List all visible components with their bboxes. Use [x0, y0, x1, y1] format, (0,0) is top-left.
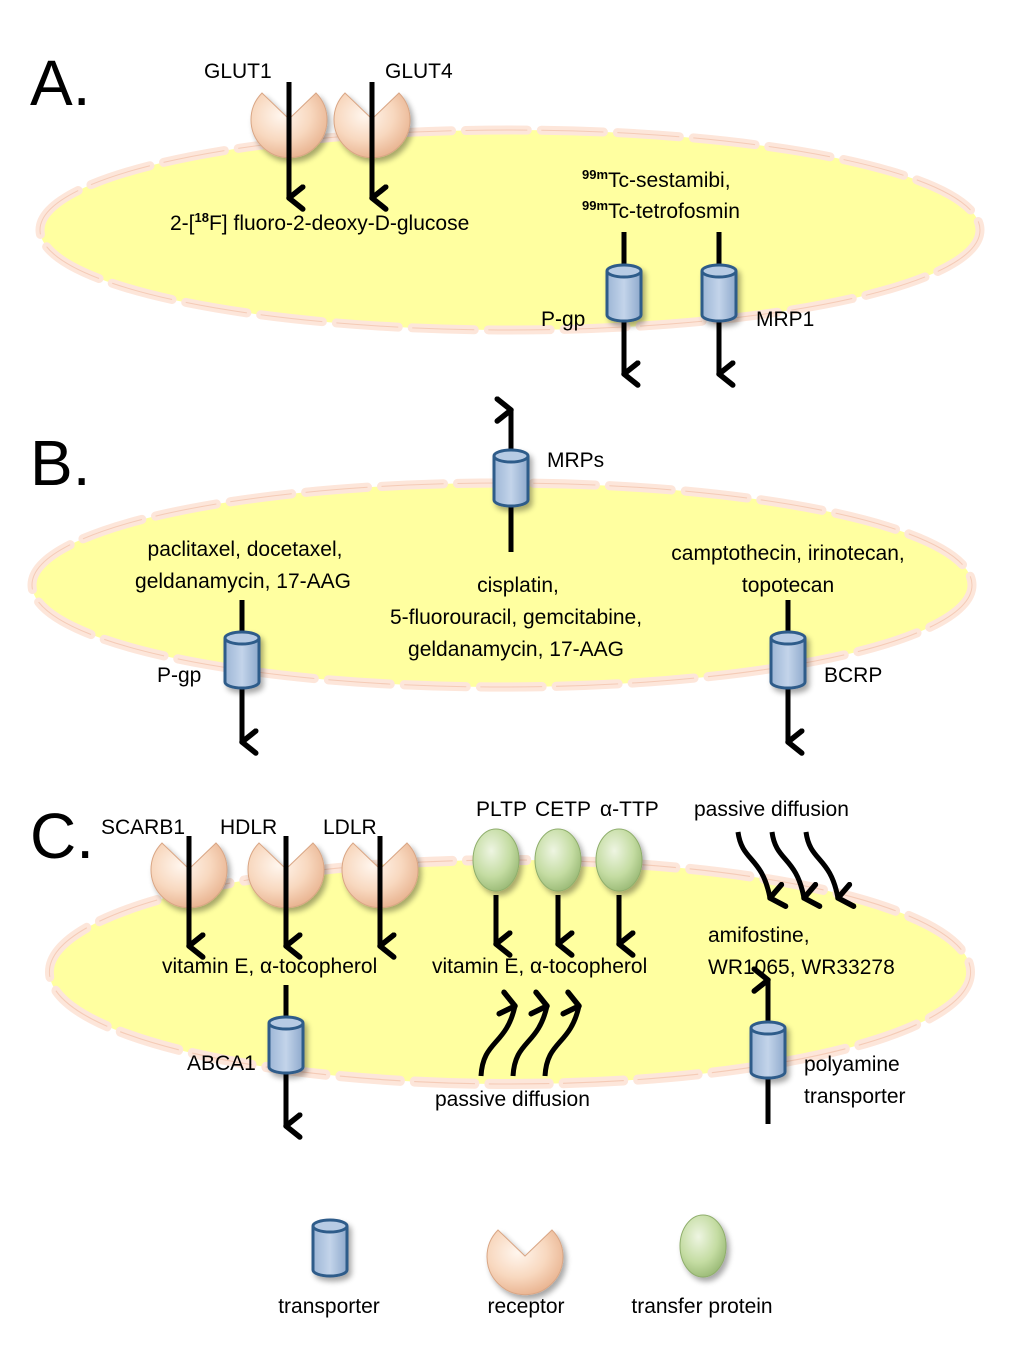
mrps-label: MRPs: [547, 449, 604, 472]
passive-out-arrow-3: [542, 989, 582, 1077]
fdg-label: 2-[18F] fluoro-2-deoxy-D-glucose: [170, 210, 469, 235]
scarb1-label: SCARB1: [101, 816, 185, 839]
polyamine-line1: polyamine: [804, 1053, 900, 1076]
hdlr-label: HDLR: [220, 816, 277, 839]
mrp1-transporter-icon: [700, 263, 738, 323]
panel-c: C. SCARB1 HDLR LDLR PLTP CETP α-TTP pass…: [30, 798, 971, 1140]
pgp-b-transporter-icon: [223, 630, 261, 690]
mrps-transporter-icon: [492, 448, 530, 508]
passive-in-arrow-2: [769, 831, 823, 909]
passive-out-arrow-1: [478, 989, 518, 1077]
panel-a-letter: A.: [30, 47, 90, 119]
amifostine-line2: WR1065, WR33278: [708, 956, 895, 979]
pgp-b-label: P-gp: [157, 664, 201, 687]
alpha-ttp-transfer-protein-icon: [595, 828, 643, 892]
sestamibi-label: 99mTc-sestamibi,: [582, 167, 731, 192]
left-drugs-line1: paclitaxel, docetaxel,: [148, 538, 343, 561]
center-drugs-line3: geldanamycin, 17-AAG: [408, 638, 624, 661]
passive-in-arrow-3: [803, 831, 857, 909]
polyamine-line2: transporter: [804, 1085, 906, 1108]
cetp-label: CETP: [535, 798, 591, 821]
right-drugs-line2: topotecan: [742, 574, 834, 597]
amifostine-line1: amifostine,: [708, 924, 810, 947]
vitamin-e-right-label: vitamin E, α-tocopherol: [432, 955, 647, 978]
pgp-a-transporter-icon: [605, 263, 643, 323]
legend-receptor-icon: [486, 1229, 564, 1296]
vitamin-e-left-label: vitamin E, α-tocopherol: [162, 955, 377, 978]
mrp1-label: MRP1: [756, 308, 814, 331]
abca1-label: ABCA1: [187, 1052, 256, 1075]
legend-receptor-label: receptor: [487, 1295, 564, 1318]
center-drugs-line1: cisplatin,: [477, 574, 559, 597]
panel-c-letter: C.: [30, 800, 94, 872]
left-drugs-line2: geldanamycin, 17-AAG: [135, 570, 351, 593]
cetp-transfer-protein-icon: [534, 828, 582, 892]
ldlr-label: LDLR: [323, 816, 377, 839]
panel-b: B. MRPs paclitaxel, docetaxel, geldanamy…: [30, 396, 972, 756]
alpha-ttp-label: α-TTP: [600, 798, 659, 821]
passive-diffusion-bottom-label: passive diffusion: [435, 1088, 590, 1111]
pltp-label: PLTP: [476, 798, 527, 821]
legend-transporter-icon: [311, 1218, 349, 1278]
passive-diffusion-top-label: passive diffusion: [694, 798, 849, 821]
legend-transporter-label: transporter: [278, 1295, 380, 1318]
bcrp-transporter-icon: [769, 630, 807, 690]
right-drugs-line1: camptothecin, irinotecan,: [671, 542, 904, 565]
passive-in-arrow-1: [735, 831, 789, 909]
glut1-label: GLUT1: [204, 60, 272, 83]
pltp-transfer-protein-icon: [472, 828, 520, 892]
pgp-a-label: P-gp: [541, 308, 585, 331]
legend-transfer-protein-label: transfer protein: [631, 1295, 772, 1318]
panel-a: A. GLUT1 GLUT4 2-[18F] fluoro-2-deoxy-D-…: [30, 47, 980, 388]
bcrp-label: BCRP: [824, 664, 882, 687]
passive-out-arrow-2: [510, 989, 550, 1077]
glut4-label: GLUT4: [385, 60, 453, 83]
center-drugs-line2: 5-fluorouracil, gemcitabine,: [390, 606, 642, 629]
polyamine-transporter-icon: [749, 1020, 787, 1080]
abca1-transporter-icon: [267, 1015, 305, 1075]
panel-b-letter: B.: [30, 427, 90, 499]
tetrofosmin-label: 99mTc-tetrofosmin: [582, 198, 740, 223]
legend: transporter receptor transfer protein: [278, 1214, 773, 1318]
legend-transfer-protein-icon: [679, 1214, 727, 1278]
